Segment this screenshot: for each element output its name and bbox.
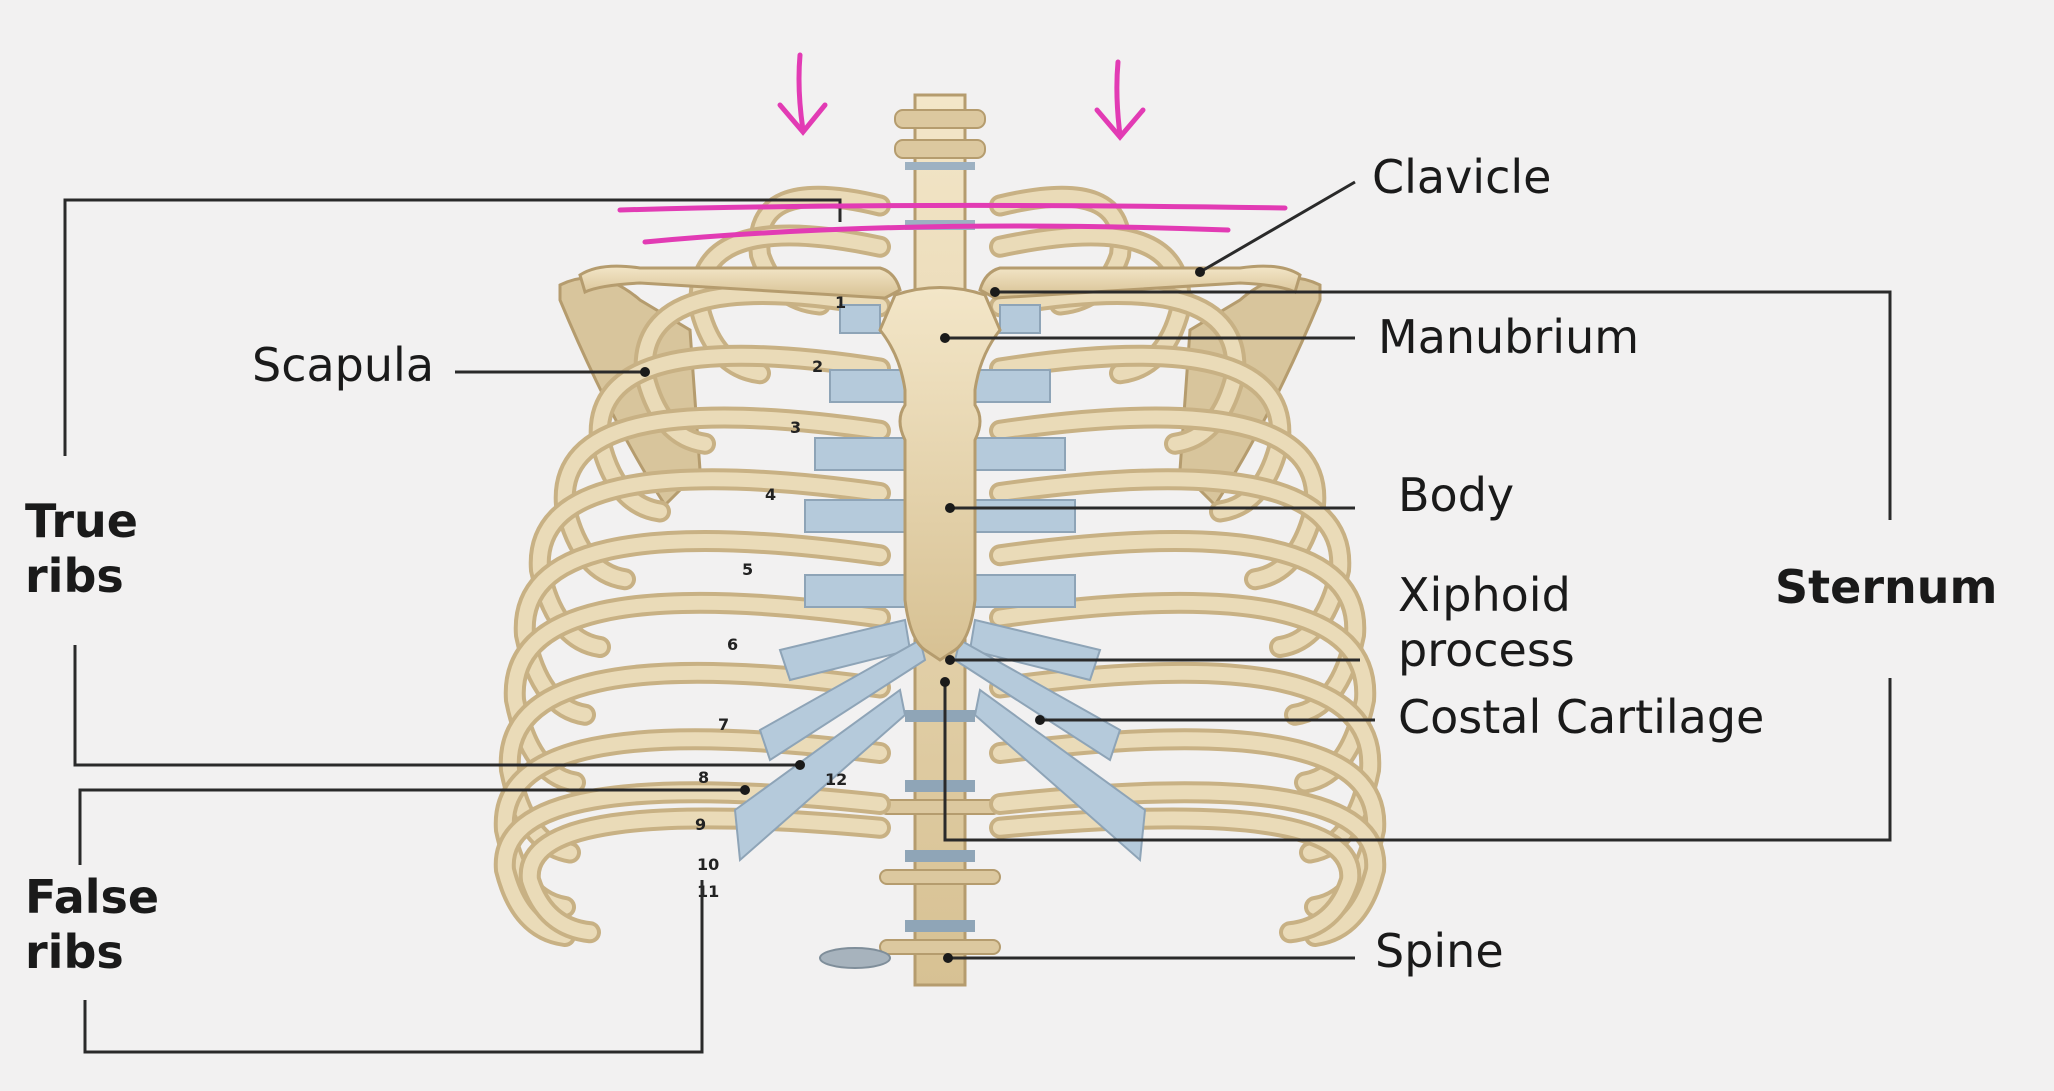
- rib-number-12: 12: [825, 770, 847, 789]
- arrow-right-shaft: [1114, 59, 1123, 138]
- label-body: Body: [1398, 468, 1515, 522]
- label-costal-cartilage: Costal Cartilage: [1398, 690, 1765, 744]
- leader-lines: [63, 180, 1892, 1054]
- rib-number-10: 10: [697, 855, 719, 874]
- label-manubrium: Manubrium: [1378, 310, 1640, 364]
- rib-number-4: 4: [765, 485, 776, 504]
- label-true-ribs: True ribs: [25, 494, 138, 604]
- label-sternum: Sternum: [1775, 560, 1998, 614]
- rib-number-5: 5: [742, 560, 753, 579]
- rib-number-11: 11: [697, 882, 719, 901]
- label-xiphoid-process: Xiphoid process: [1398, 568, 1575, 678]
- rib-11-left-highlight: [497, 785, 887, 943]
- sternum-bone: [878, 286, 1002, 662]
- label-xiphoid-line1: Xiphoid: [1398, 568, 1571, 622]
- arrow-left-shaft: [796, 52, 806, 133]
- leader-dots: [640, 267, 1205, 963]
- costal-cartilage-segments: [733, 304, 1147, 863]
- label-false-ribs: False ribs: [25, 870, 159, 980]
- rib-number-3: 3: [790, 418, 801, 437]
- annotation-line-1: [617, 202, 1288, 213]
- clavicle-right: [978, 264, 1302, 300]
- rib-12-left-highlight: [522, 811, 887, 940]
- label-xiphoid-line2: process: [1398, 623, 1575, 678]
- rib-number-7: 7: [718, 715, 729, 734]
- rib-number-2: 2: [812, 357, 823, 376]
- arrow-left-head: [777, 102, 828, 136]
- rib-number-6: 6: [727, 635, 738, 654]
- label-spine: Spine: [1375, 924, 1504, 978]
- label-false-ribs-line2: ribs: [25, 925, 124, 980]
- label-false-ribs-line1: False: [25, 870, 160, 924]
- rib-11-right-highlight: [993, 785, 1383, 943]
- label-true-ribs-line1: True: [25, 494, 138, 548]
- rib-12-right-highlight: [993, 811, 1358, 940]
- clavicle-left: [578, 264, 902, 300]
- label-true-ribs-line2: ribs: [25, 549, 124, 604]
- label-scapula: Scapula: [252, 338, 435, 392]
- pink-annotations: [617, 52, 1288, 245]
- rib-number-9: 9: [695, 815, 706, 834]
- rib-number-1: 1: [835, 293, 846, 312]
- annotation-line-2: [642, 223, 1231, 245]
- rib-number-8: 8: [698, 768, 709, 787]
- label-clavicle: Clavicle: [1372, 150, 1552, 204]
- arrow-right-head: [1094, 107, 1146, 141]
